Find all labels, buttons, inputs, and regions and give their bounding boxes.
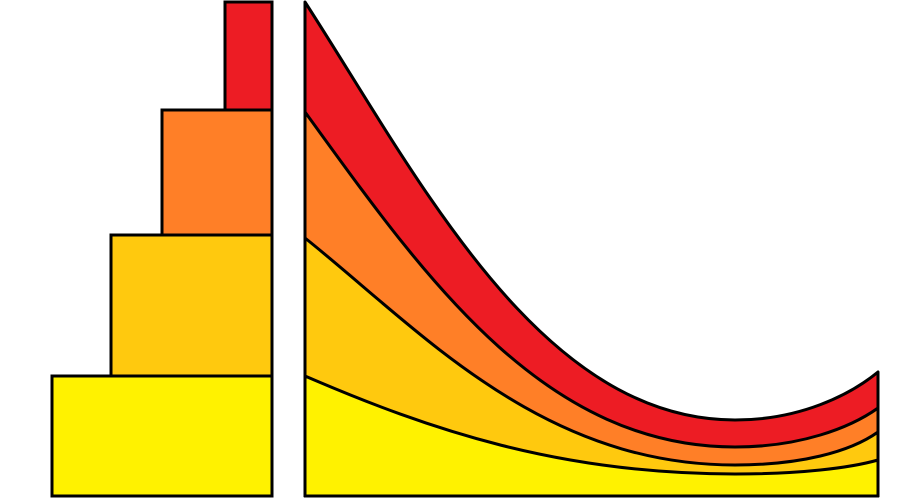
step-block-top bbox=[223, 0, 274, 112]
curve-panel-frame bbox=[303, 2, 880, 498]
step-stack bbox=[50, 0, 274, 498]
curve-band-bottom bbox=[303, 374, 880, 498]
step-block-third bbox=[160, 108, 274, 237]
step-block-bottom bbox=[50, 374, 274, 498]
curve-bands bbox=[303, 0, 880, 498]
step-block-second bbox=[109, 233, 274, 378]
